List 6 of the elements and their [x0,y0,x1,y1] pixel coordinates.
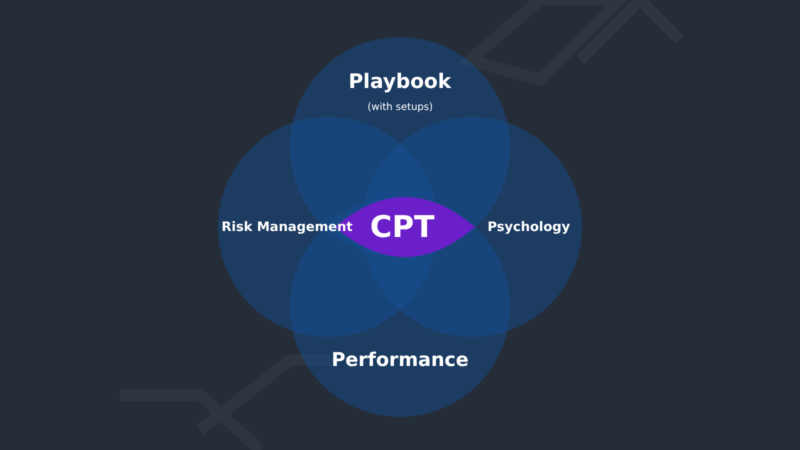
node-title: Psychology [488,220,570,234]
node-title: CPT [370,210,434,244]
node-title: Performance [332,349,469,371]
node-title: Playbook [348,69,452,93]
node-subtitle: (with setups) [368,102,433,112]
node-title: Risk Management [222,220,353,234]
